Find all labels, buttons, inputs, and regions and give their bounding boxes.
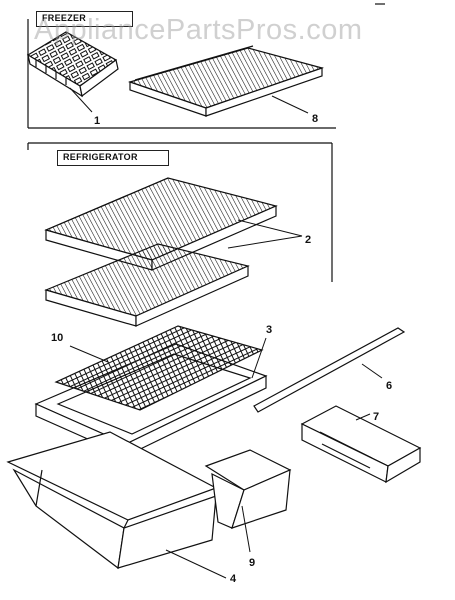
callout-9: 9 xyxy=(249,557,255,569)
callout-8: 8 xyxy=(312,113,318,125)
callout-7: 7 xyxy=(373,411,379,423)
freezer-section-frame xyxy=(27,3,385,129)
freezer-label: FREEZER xyxy=(42,13,87,23)
refrigerator-label: REFRIGERATOR xyxy=(63,152,138,162)
ice-tray-part-1 xyxy=(26,31,119,98)
leader-lines xyxy=(69,87,383,579)
crisper-cover-part-3-10 xyxy=(34,325,268,457)
refrigerator-section-frame xyxy=(27,142,333,282)
refrigerator-label-box: REFRIGERATOR xyxy=(57,150,169,166)
watermark: AppliancePartsPros.com xyxy=(34,14,363,46)
refrigerator-shelves-part-2 xyxy=(44,177,278,327)
freezer-shelf-part-8 xyxy=(128,45,325,117)
control-housing-part-7 xyxy=(300,405,422,484)
crisper-drawer-part-4 xyxy=(6,431,218,570)
callout-6: 6 xyxy=(386,380,392,392)
callout-2: 2 xyxy=(305,234,311,246)
callout-4: 4 xyxy=(230,573,237,585)
callout-3: 3 xyxy=(266,324,272,336)
crisper-drawer-part-9 xyxy=(204,449,292,529)
callout-1: 1 xyxy=(94,115,100,127)
freezer-label-box: FREEZER xyxy=(36,11,133,27)
callout-10: 10 xyxy=(51,332,63,344)
rail-part-6 xyxy=(253,327,406,413)
